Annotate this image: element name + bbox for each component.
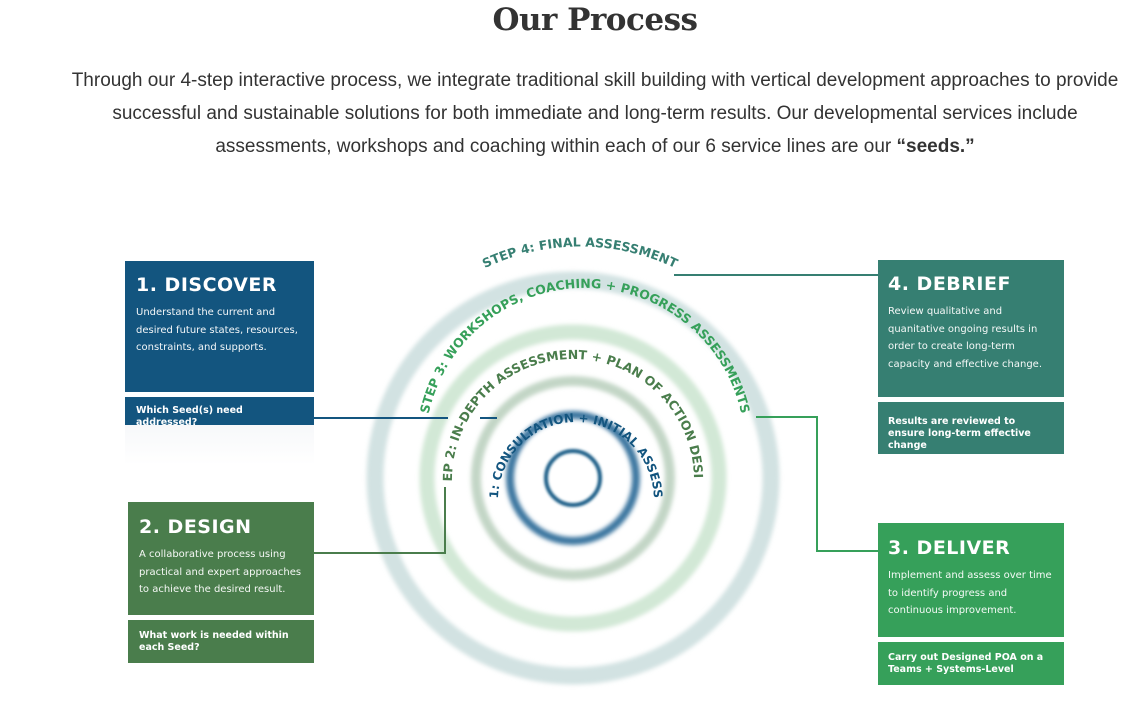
debrief-question: Results are reviewed to ensure long-term…	[878, 402, 1064, 454]
discover-box: 1. DISCOVER Understand the current and d…	[125, 261, 314, 392]
discover-description: Understand the current and desired futur…	[136, 307, 298, 353]
page-title: Our Process	[492, 2, 699, 38]
debrief-heading: 4. DEBRIEF	[888, 273, 1011, 295]
intro-line-3: assessments, workshops and coaching with…	[215, 136, 975, 157]
ring-step2	[471, 376, 675, 580]
ring-step1	[506, 411, 640, 545]
design-box: 2. DESIGN A collaborative process using …	[128, 502, 314, 615]
connector-design	[314, 487, 446, 554]
discover-heading: 1. DISCOVER	[136, 274, 277, 296]
deliver-question: Carry out Designed POA on a Teams + Syst…	[878, 642, 1064, 685]
debrief-description: Review qualitative and quanitative ongoi…	[888, 306, 1043, 370]
deliver-description: Implement and assess over time to identi…	[888, 570, 1052, 616]
connector-deliver	[756, 416, 878, 552]
ring-core	[544, 449, 602, 507]
discover-fade	[125, 425, 314, 465]
design-description: A collaborative process using practical …	[139, 549, 302, 595]
deliver-heading: 3. DELIVER	[888, 537, 1011, 559]
intro-paragraph: Through our 4-step interactive process, …	[0, 64, 1132, 163]
ring-label-step4: STEP 4: FINAL ASSESSMENT	[480, 234, 681, 271]
ring-label-step3: STEP 3: WORKSHOPS, COACHING + PROGRESS A…	[417, 276, 753, 415]
discover-question: Which Seed(s) need addressed?	[125, 397, 314, 428]
seeds-emphasis: “seeds.”	[896, 136, 975, 157]
debrief-box: 4. DEBRIEF Review qualitative and quanit…	[878, 260, 1064, 397]
intro-line-2: successful and sustainable solutions for…	[112, 103, 1078, 124]
design-question: What work is needed within each Seed?	[128, 620, 314, 663]
ring-step4	[366, 271, 780, 685]
deliver-box: 3. DELIVER Implement and assess over tim…	[878, 523, 1064, 637]
ring-step3	[419, 324, 727, 632]
intro-line-1: Through our 4-step interactive process, …	[71, 70, 1119, 91]
design-heading: 2. DESIGN	[139, 516, 252, 538]
